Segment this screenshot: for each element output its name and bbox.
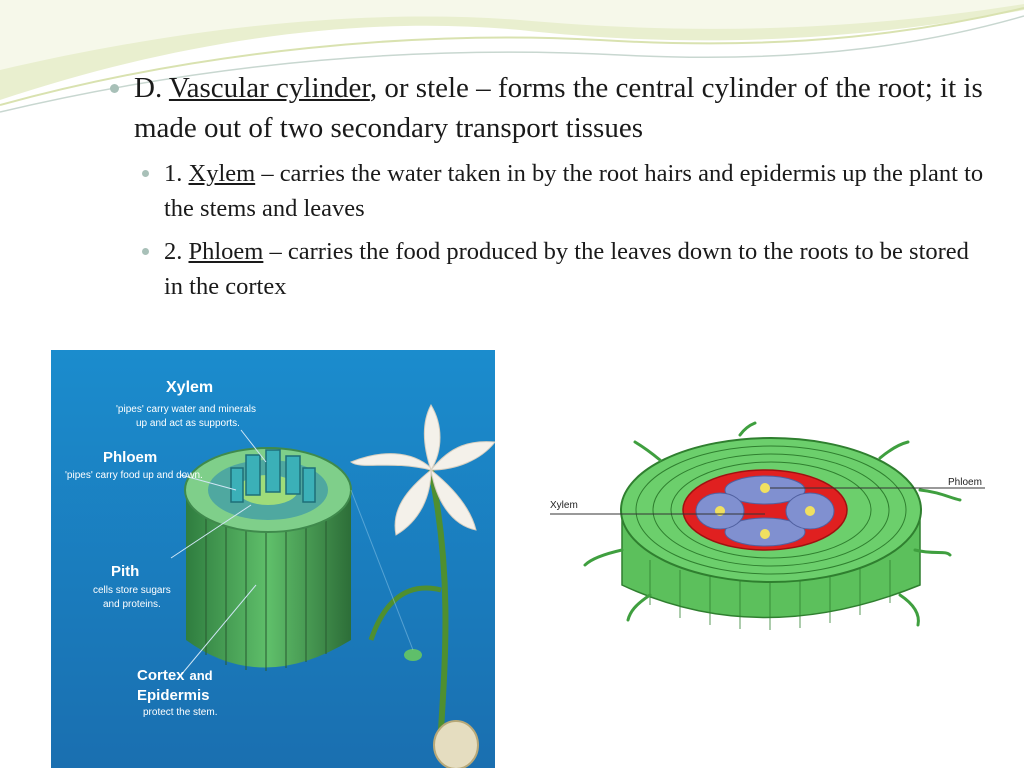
bullet-dot [142, 248, 149, 255]
fig-label-cortex: Cortex and [137, 667, 213, 684]
diagram-label-xylem: Xylem [550, 500, 578, 511]
main-bullet: D. Vascular cylinder, or stele – forms t… [108, 68, 988, 148]
bullet-dot [110, 84, 119, 93]
sub-bullet-prefix: 2. [164, 238, 189, 265]
fig-label-epidermis: Epidermis [137, 687, 210, 704]
fig-desc-xylem-1: 'pipes' carry water and minerals [116, 404, 256, 415]
sub-bullet-phloem: 2. Phloem – carries the food produced by… [108, 234, 988, 304]
fig-desc-epidermis: protect the stem. [143, 707, 217, 718]
sub-bullet-xylem: 1. Xylem – carries the water taken in by… [108, 156, 988, 226]
sub-bullet-text: – carries the food produced by the leave… [164, 238, 969, 300]
fig-desc-pith-1: cells store sugars [93, 585, 171, 596]
fig-desc-pith-2: and proteins. [103, 599, 161, 610]
sub-bullet-prefix: 1. [164, 160, 189, 187]
sub-bullet-term: Xylem [188, 160, 256, 187]
fig-label-cortex-word: Cortex [137, 667, 185, 684]
sub-bullet-term: Phloem [188, 238, 264, 265]
fig-label-phloem: Phloem [103, 449, 157, 466]
sub-bullet-text: – carries the water taken in by the root… [164, 160, 984, 222]
bullet-dot [142, 170, 149, 177]
fig-label-and: and [190, 668, 213, 683]
fig-label-xylem: Xylem [166, 379, 213, 396]
fig-desc-phloem: 'pipes' carry food up and down. [65, 470, 203, 481]
main-bullet-text: , or stele – forms the central cylinder … [134, 72, 983, 144]
diagram-label-phloem: Phloem [948, 477, 982, 488]
fig-label-pith: Pith [111, 563, 139, 580]
fig-desc-xylem-2: up and act as supports. [136, 418, 240, 429]
stem-cross-section-illustration: Xylem 'pipes' carry water and minerals u… [51, 350, 495, 768]
slide-text: D. Vascular cylinder, or stele – forms t… [108, 68, 988, 304]
main-bullet-term: Vascular cylinder [168, 72, 370, 104]
root-cross-section-diagram: Xylem Phloem [550, 421, 985, 630]
header-wave-decoration [0, 0, 1024, 113]
main-bullet-prefix: D. [134, 72, 169, 104]
